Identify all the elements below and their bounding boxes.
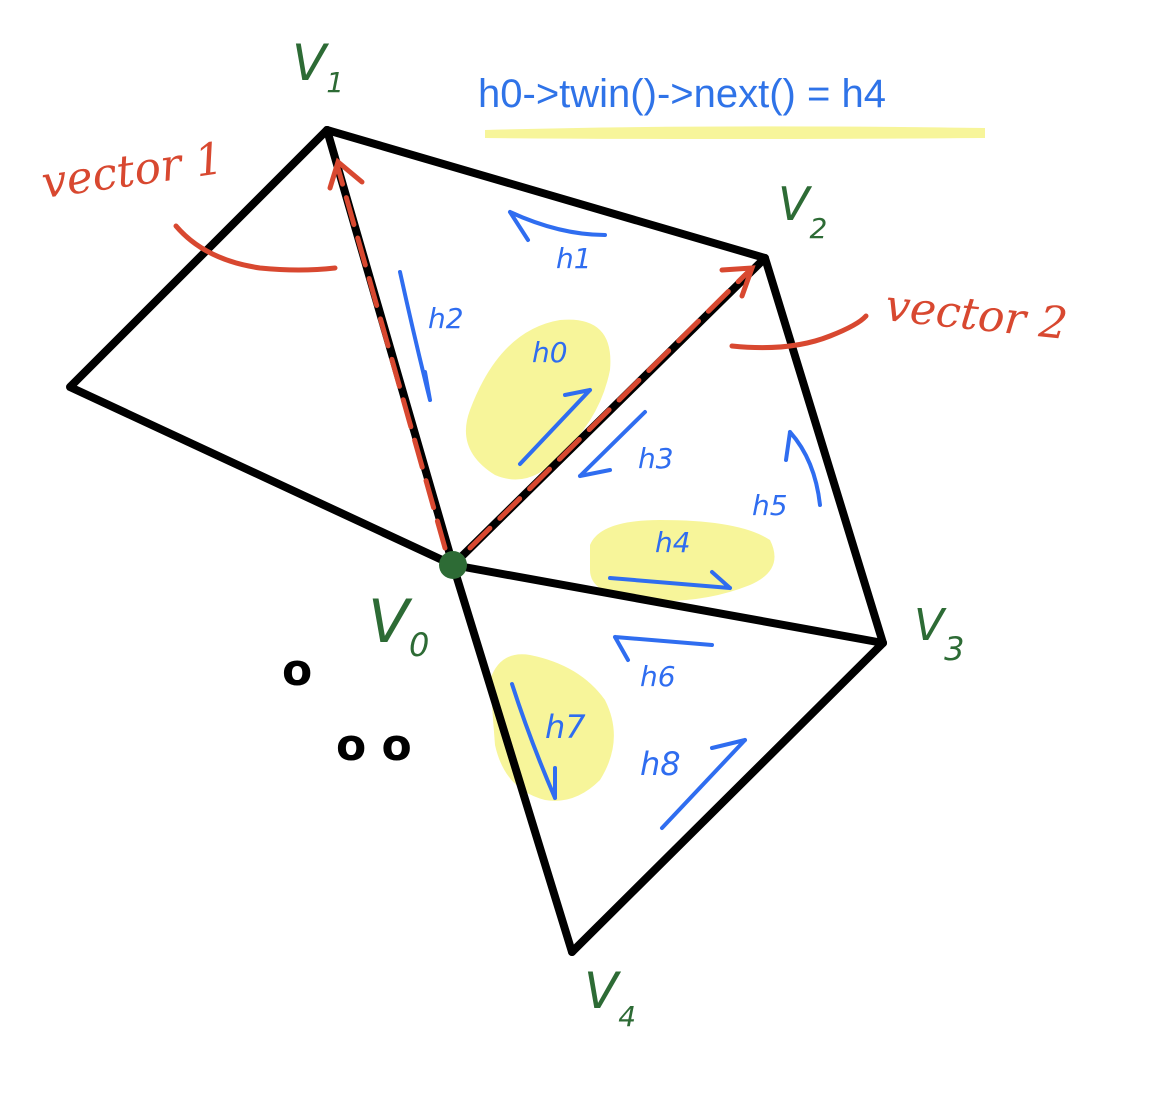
h5-arrow (784, 430, 822, 507)
formula-underline (485, 126, 985, 139)
h4-label: h4 (655, 526, 691, 559)
h7-label: h7 (545, 708, 586, 746)
halfedge-labels: h0 h1 h2 h3 h4 h5 h6 h7 h8 (428, 242, 788, 783)
v0-label: V0 (368, 587, 429, 664)
ellipsis-mark-1: o (282, 645, 312, 696)
h3-label: h3 (638, 442, 674, 475)
edge-v0-v3 (449, 561, 887, 647)
edge-v1-left (66, 126, 457, 569)
vector-1-label: vector 1 (38, 133, 226, 209)
edge-v2-v3 (761, 254, 887, 647)
edge-v0-v4 (449, 561, 576, 956)
h5-label: h5 (752, 489, 788, 522)
formula-text: h0->twin()->next() = h4 (478, 72, 886, 116)
vector-2-line (467, 269, 751, 551)
h4-arrow (608, 570, 732, 590)
h2-label: h2 (428, 302, 464, 335)
h8-arrow (660, 738, 747, 830)
vector-2-label: vector 2 (883, 280, 1070, 350)
h0-label: h0 (532, 336, 568, 369)
vector-2-pointer (729, 313, 869, 351)
vector-2-arrowhead (719, 265, 756, 299)
highlights (465, 126, 985, 801)
vertex-labels: V1 V2 V0 V3 V4 (292, 34, 964, 1033)
highlight-h7 (490, 654, 614, 801)
vector-1-line (335, 165, 448, 551)
highlight-h0 (465, 319, 611, 480)
h8-label: h8 (640, 745, 681, 783)
v4-label: V4 (584, 962, 636, 1033)
vectors (173, 157, 869, 551)
h6-arrow (613, 635, 714, 662)
h2-arrow (398, 270, 432, 402)
h0-arrow (518, 388, 592, 466)
halfedge-arrows (398, 210, 822, 830)
h3-arrow (578, 410, 647, 478)
h1-arrow (508, 210, 607, 242)
ellipsis-mark-2: o o (336, 720, 412, 771)
vector-1-arrowhead (327, 157, 365, 191)
edge-v1-v2 (323, 126, 769, 262)
v3-label: V3 (914, 600, 964, 668)
v0-dot (439, 551, 467, 579)
h1-label: h1 (556, 242, 592, 275)
v1-label: V1 (292, 34, 344, 99)
edge-v3-v4 (568, 639, 887, 956)
v2-label: V2 (778, 177, 827, 245)
h6-label: h6 (640, 660, 676, 693)
h7-arrow (510, 682, 557, 800)
ellipsis-marks: o o o (282, 645, 412, 771)
vector-1-pointer (173, 223, 338, 273)
